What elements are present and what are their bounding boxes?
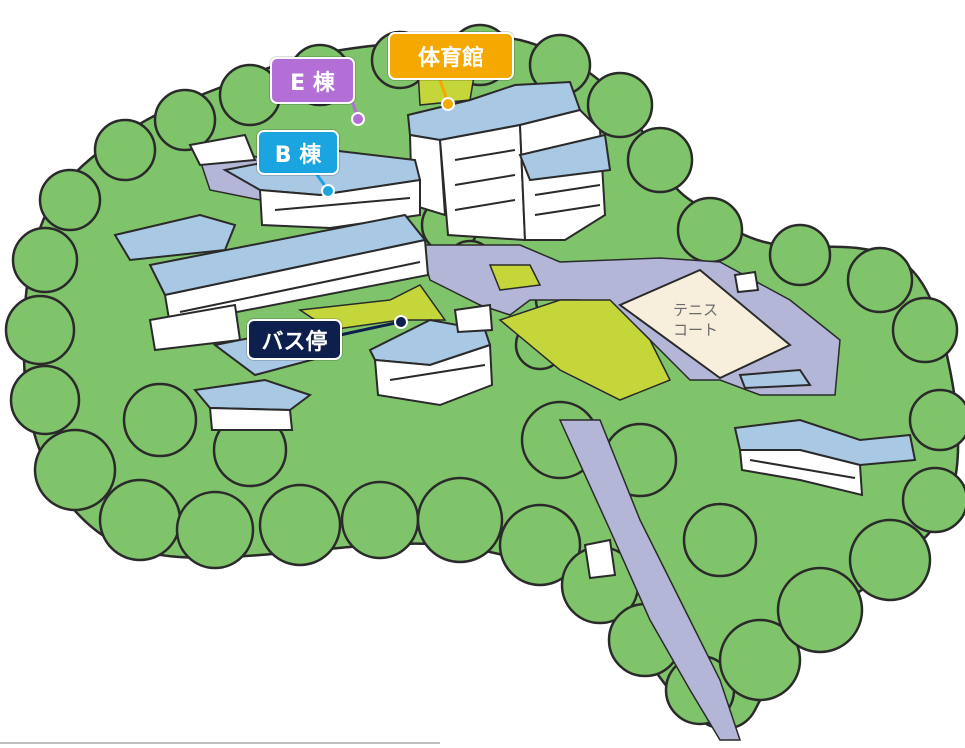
tree-icon xyxy=(776,566,864,654)
gym-pin xyxy=(441,97,455,111)
tree-icon xyxy=(848,518,932,602)
building-icon xyxy=(368,303,494,407)
bus-pin xyxy=(394,315,408,329)
building-e-label[interactable]: E 棟 xyxy=(270,57,355,104)
tree-icon xyxy=(676,196,744,264)
tree-icon xyxy=(340,480,420,560)
e-pin xyxy=(351,112,365,126)
tennis-court-label: テニス コート xyxy=(673,300,718,340)
bus-stop-label[interactable]: バス停 xyxy=(247,319,342,360)
b-pin xyxy=(321,184,335,198)
bottom-divider xyxy=(0,742,440,744)
tree-icon xyxy=(768,223,832,287)
tree-icon xyxy=(93,118,157,182)
building-icon xyxy=(406,80,612,242)
tree-icon xyxy=(258,483,342,567)
tree-icon xyxy=(98,478,182,562)
buildings xyxy=(113,80,917,580)
tennis-court-label-line2: コート xyxy=(673,321,719,339)
tennis-court-label-line1: テニス xyxy=(673,301,719,319)
tree-icon xyxy=(908,388,965,452)
tree-icon xyxy=(718,618,802,702)
tree-icon xyxy=(11,226,79,294)
tree-icon xyxy=(122,382,198,458)
building-icon xyxy=(113,213,430,352)
tree-icon xyxy=(586,71,654,139)
tennis-court xyxy=(618,268,792,380)
tree-icon xyxy=(38,168,102,232)
tree-icon xyxy=(901,466,965,534)
lawn-east xyxy=(498,299,672,401)
tree-icon xyxy=(175,490,255,570)
label-pins xyxy=(321,97,455,329)
tree-icon xyxy=(33,428,117,512)
tree-icon xyxy=(416,476,504,564)
building-b-label[interactable]: B 棟 xyxy=(257,130,339,175)
tree-icon xyxy=(9,364,81,436)
tree-icon xyxy=(4,294,76,366)
bus-connector xyxy=(339,320,401,337)
lawn-mid xyxy=(488,264,542,291)
gym-label[interactable]: 体育館 xyxy=(388,32,514,80)
tree-icon xyxy=(891,296,959,364)
tree-icon xyxy=(626,126,694,194)
tree-icon xyxy=(153,88,217,152)
road-south xyxy=(558,419,742,741)
tree-icon xyxy=(498,503,582,587)
tree-icon xyxy=(846,246,914,314)
building-icon xyxy=(583,270,917,580)
tree-icon xyxy=(682,502,758,578)
